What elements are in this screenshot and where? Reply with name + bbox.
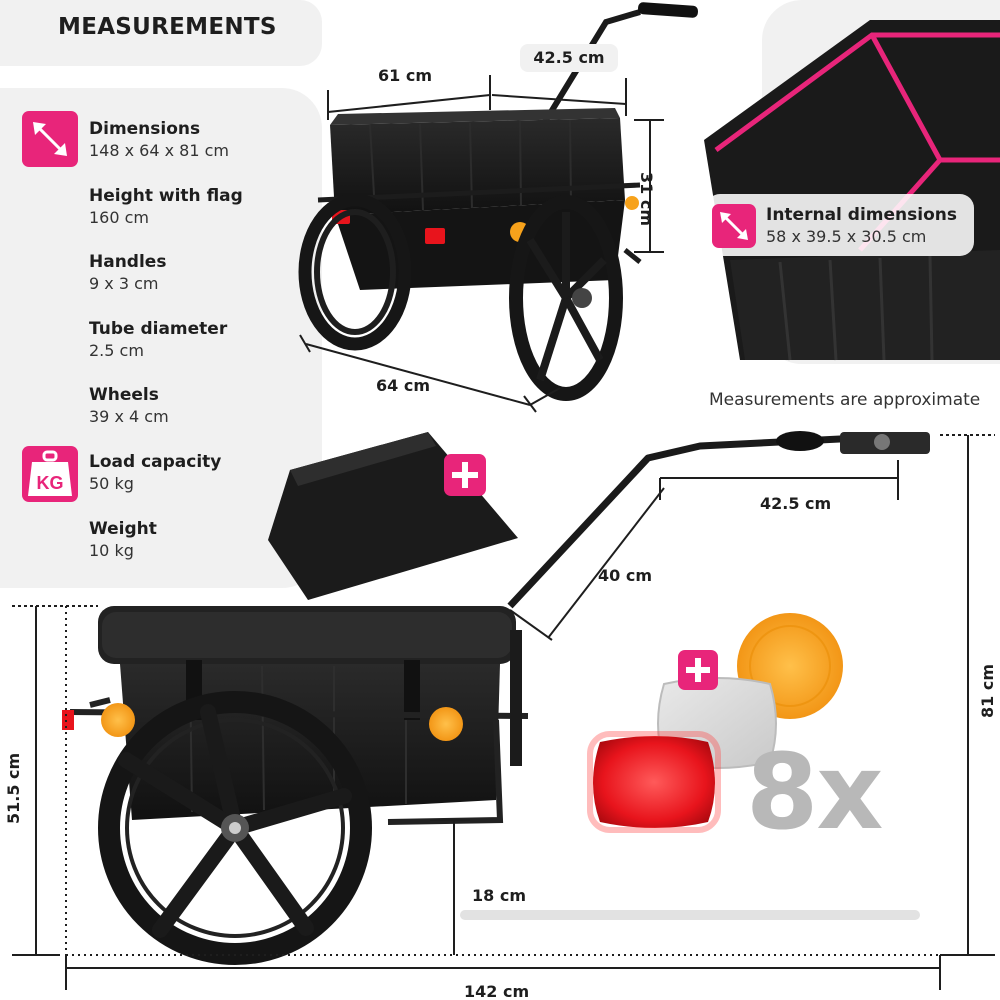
trailer-side-view xyxy=(62,431,930,965)
dim-ground-clearance: 18 cm xyxy=(472,886,526,905)
diagonal-arrows-icon xyxy=(22,111,78,167)
red-reflector-icon xyxy=(593,736,715,828)
internal-value: 58 x 39.5 x 30.5 cm xyxy=(766,227,927,246)
trailer-perspective-view xyxy=(298,2,699,401)
approximate-note: Measurements are approximate xyxy=(709,390,981,410)
dim-depth: 64 cm xyxy=(376,376,430,395)
spec-value: 148 x 64 x 81 cm xyxy=(89,141,230,160)
spec-label: Handles xyxy=(89,252,167,272)
plus-icon xyxy=(444,454,486,496)
spec-dimensions: Dimensions 148 x 64 x 81 cm xyxy=(89,118,229,161)
dim-handle-top: 42.5 cm xyxy=(520,44,618,72)
internal-dimensions: Internal dimensions 58 x 39.5 x 30.5 cm xyxy=(766,204,957,247)
spec-label: Load capacity xyxy=(89,452,222,472)
page-title: MEASUREMENTS xyxy=(58,14,277,40)
spec-wheels: Wheels 39 x 4 cm xyxy=(89,384,169,427)
spec-tube-diameter: Tube diameter 2.5 cm xyxy=(89,318,227,361)
spec-value: 39 x 4 cm xyxy=(89,407,169,426)
spec-label: Dimensions xyxy=(89,119,201,139)
dim-handle-bend: 40 cm xyxy=(598,566,652,585)
kg-icon-text: KG xyxy=(37,473,64,493)
internal-label: Internal dimensions xyxy=(766,205,957,225)
spec-value: 160 cm xyxy=(89,208,150,227)
dim-total-length: 142 cm xyxy=(464,982,530,1000)
spec-load-capacity: Load capacity 50 kg xyxy=(89,451,221,494)
dim-total-height: 81 cm xyxy=(978,664,997,718)
spec-label: Height with flag xyxy=(89,186,243,206)
reflectors-group xyxy=(587,613,843,833)
spec-handles: Handles 9 x 3 cm xyxy=(89,251,166,294)
spec-label: Wheels xyxy=(89,385,159,405)
spec-value: 10 kg xyxy=(89,541,134,560)
title-panel xyxy=(0,0,322,66)
dim-height-top: 31 cm xyxy=(637,172,656,226)
dim-handle-length: 42.5 cm xyxy=(760,494,832,513)
top-dimension-lines xyxy=(299,75,664,413)
plus-icon xyxy=(678,650,718,690)
spec-label: Weight xyxy=(89,519,157,539)
dim-box-height: 51.5 cm xyxy=(4,752,23,824)
internal-box-view xyxy=(704,20,1000,361)
side-dimension-lines xyxy=(12,434,995,990)
spec-value: 50 kg xyxy=(89,474,134,493)
spec-panel xyxy=(0,88,322,588)
spec-label: Tube diameter xyxy=(89,319,228,339)
reflector-count: 8x xyxy=(746,731,883,853)
diagonal-arrows-icon xyxy=(712,204,756,248)
spec-value: 9 x 3 cm xyxy=(89,274,159,293)
weight-kg-icon: KG xyxy=(22,446,78,502)
spec-height-with-flag: Height with flag 160 cm xyxy=(89,185,243,228)
spec-value: 2.5 cm xyxy=(89,341,144,360)
spec-weight: Weight 10 kg xyxy=(89,518,157,561)
dim-width: 61 cm xyxy=(378,66,432,85)
